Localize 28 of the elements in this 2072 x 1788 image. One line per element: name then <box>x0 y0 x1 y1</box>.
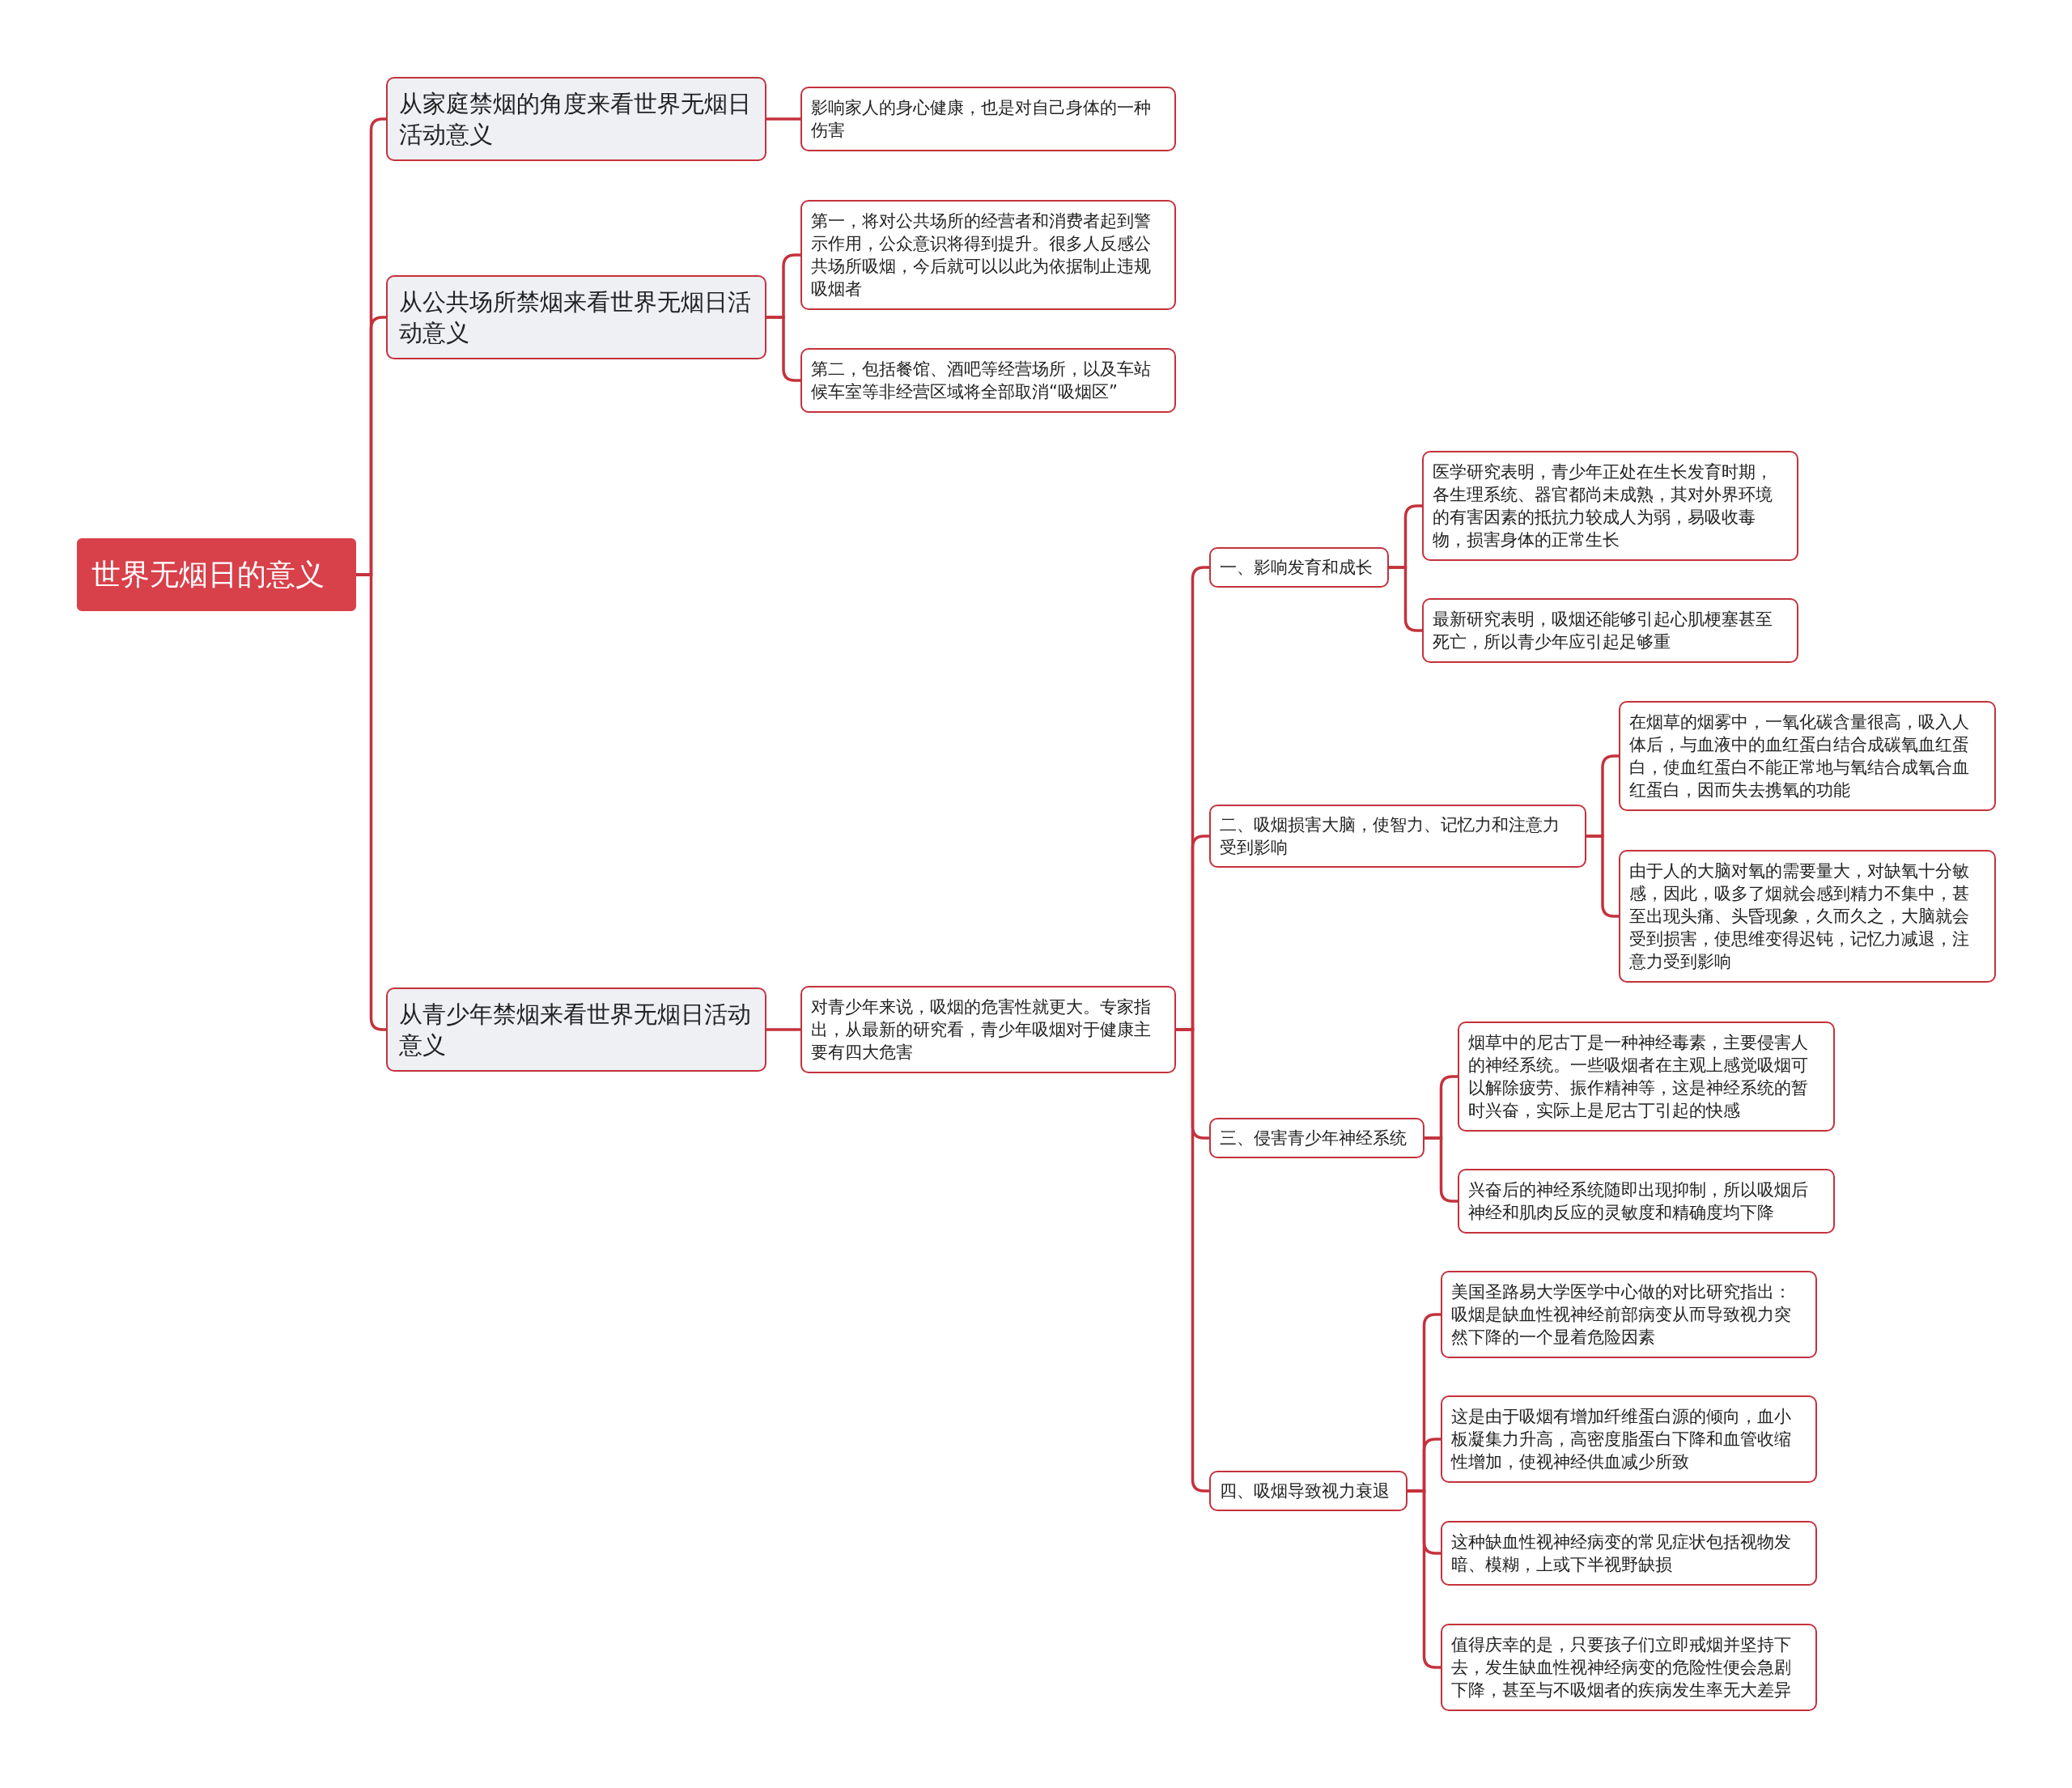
topic-box: 从公共场所禁烟来看世界无烟日活动意义 <box>386 275 766 359</box>
connector-line <box>766 1028 800 1031</box>
note-box: 美国圣路易大学医学中心做的对比研究指出：吸烟是缺血性视神经前部病变从而导致视力突然下降的一个显着危险因素 <box>1441 1271 1817 1358</box>
note-box: 在烟草的烟雾中，一氧化碳含量很高，吸入人体后，与血液中的血红蛋白结合成碳氧血红蛋白，使血红蛋白不能正常地与氧结合成氧合血红蛋白，因而失去携氧的功能 <box>1619 701 1996 811</box>
topic-box: 从青少年禁烟来看世界无烟日活动意义 <box>386 987 766 1072</box>
connector-line <box>766 316 800 382</box>
note-box: 由于人的大脑对氧的需要量大，对缺氧十分敏感，因此，吸多了烟就会感到精力不集中，甚至出现头痛、头昏现象，久而久之，大脑就会受到损害，使思维变得迟钝，记忆力减退，注意力受到影响 <box>1619 850 1996 983</box>
connector-line <box>766 117 800 121</box>
subtopic-box: 三、侵害青少年神经系统 <box>1209 1118 1424 1158</box>
note-box: 这种缺血性视神经病变的常见症状包括视物发暗、模糊，上或下半视野缺损 <box>1441 1521 1817 1586</box>
connector-line <box>1389 566 1422 632</box>
note-box: 值得庆幸的是，只要孩子们立即戒烟并坚持下去，发生缺血性视神经病变的危险性便会急剧下降，甚至与不吸烟者的疾病发生率无大差异 <box>1441 1624 1817 1711</box>
subtopic-box: 二、吸烟损害大脑，使智力、记忆力和注意力受到影响 <box>1209 805 1586 868</box>
note-box: 对青少年来说，吸烟的危害性就更大。专家指出，从最新的研究看，青少年吸烟对于健康主要有四大危害 <box>800 986 1176 1073</box>
topic-box: 从家庭禁烟的角度来看世界无烟日活动意义 <box>386 77 766 161</box>
note-box: 兴奋后的神经系统随即出现抑制，所以吸烟后神经和肌肉反应的灵敏度和精确度均下降 <box>1458 1169 1835 1234</box>
note-box: 最新研究表明，吸烟还能够引起心肌梗塞甚至死亡，所以青少年应引起足够重 <box>1422 598 1798 663</box>
note-box: 这是由于吸烟有增加纤维蛋白源的倾向，血小板凝集力升高，高密度脂蛋白下降和血管收缩性增加，使视神经供血减少所致 <box>1441 1395 1817 1483</box>
subtopic-box: 四、吸烟导致视力衰退 <box>1209 1471 1408 1511</box>
connector-line <box>1424 1136 1458 1203</box>
connector-line <box>1408 1489 1441 1669</box>
note-box: 医学研究表明，青少年正处在生长发育时期，各生理系统、器官都尚未成熟，其对外界环境的有害因素的抵抗力较成人为弱，易吸收毒物，损害身体的正常生长 <box>1422 451 1798 561</box>
note-box: 第二，包括餐馆、酒吧等经营场所，以及车站候车室等非经营区域将全部取消“吸烟区” <box>800 348 1176 413</box>
note-box: 影响家人的身心健康，也是对自己身体的一种伤害 <box>800 87 1176 151</box>
subtopic-box: 一、影响发育和成长 <box>1209 547 1389 588</box>
note-box: 烟草中的尼古丁是一种神经毒素，主要侵害人的神经系统。一些吸烟者在主观上感觉吸烟可以解除疲劳、振作精神等，这是神经系统的暂时兴奋，实际上是尼古丁引起的快感 <box>1458 1021 1835 1132</box>
note-box: 第一，将对公共场所的经营者和消费者起到警示作用，公众意识将得到提升。很多人反感公共场所吸烟，今后就可以以此为依据制止违规吸烟者 <box>800 200 1176 310</box>
central-topic: 世界无烟日的意义 <box>77 538 356 611</box>
